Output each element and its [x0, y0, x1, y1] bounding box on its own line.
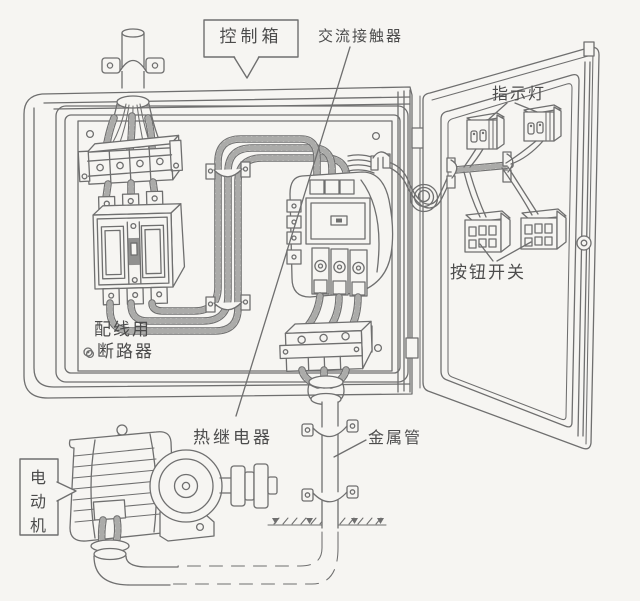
braided-wire [148, 118, 152, 150]
callout-motor [20, 459, 76, 535]
label-thermal-relay: 热继电器 [193, 428, 273, 447]
push-button-right [521, 209, 566, 249]
wire-clamp [371, 152, 390, 170]
label-control-box: 控制箱 [219, 27, 283, 46]
thermal-relay [279, 321, 373, 371]
label-motor: 电动机 [30, 470, 47, 535]
motor-conduit-elbow [91, 540, 178, 585]
wire-clamp [206, 295, 250, 312]
wire-clamp [447, 158, 457, 188]
braided-wire [455, 165, 510, 170]
braided-wire [110, 158, 347, 331]
label-wiring-breaker-line1: 配线用 [94, 320, 151, 339]
label-push-button-switch: 按钮开关 [450, 263, 526, 282]
label-metal-conduit: 金属管 [368, 430, 423, 447]
plate-screw-center [86, 350, 90, 354]
braided-wire [152, 139, 317, 311]
wire-clamp [206, 162, 250, 179]
indicator-light-left [467, 113, 504, 149]
indicator-light-right [524, 105, 561, 141]
label-ac-contactor: 交流接触器 [318, 29, 404, 45]
top-conduit [102, 29, 164, 88]
braided-wire [116, 519, 118, 543]
door-wires [464, 141, 543, 217]
callout-control-box [204, 20, 298, 78]
braided-wire [131, 148, 332, 321]
braided-wire [102, 520, 103, 543]
motor [70, 425, 278, 541]
plate-screw [84, 348, 92, 356]
leader-lines [236, 47, 537, 457]
metal-conduit [170, 402, 358, 584]
braided-wire [106, 184, 108, 198]
label-wiring-breaker-line2: 断路器 [97, 342, 154, 361]
label-indicator-light: 指示灯 [492, 86, 547, 103]
push-button-left [465, 211, 510, 252]
ac-contactor [287, 172, 393, 297]
